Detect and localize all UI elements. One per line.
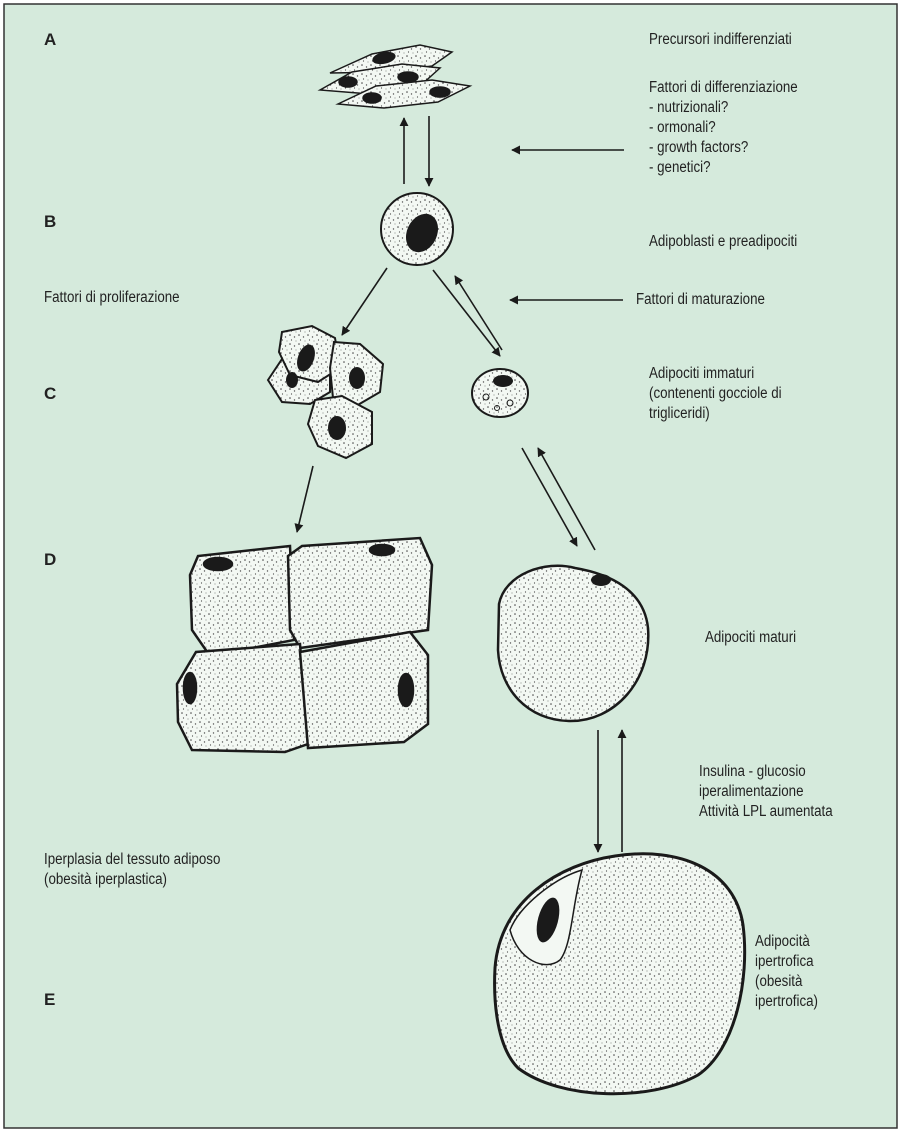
hypertrophy-line: (obesità — [755, 972, 818, 992]
immature-line: Adipociti immaturi — [649, 364, 782, 384]
label-adipoblasts: Adipoblasti e preadipociti — [649, 232, 797, 252]
hyperplastic-cluster — [177, 538, 432, 752]
hypertrophy-line: ipertrofica — [755, 952, 818, 972]
hypertrophy-line: ipertrofica) — [755, 992, 818, 1012]
insulin-line: Insulina - glucosio — [699, 762, 833, 782]
immature-adipocyte — [472, 369, 528, 417]
differentiation-title: Fattori di differenziazione — [649, 78, 798, 98]
differentiation-item: - genetici? — [649, 158, 798, 178]
differentiation-item: - ormonali? — [649, 118, 798, 138]
differentiation-item: - nutrizionali? — [649, 98, 798, 118]
immature-line: (contenenti gocciole di — [649, 384, 782, 404]
hyperplasia-line: Iperplasia del tessuto adiposo — [44, 850, 220, 870]
differentiation-item: - growth factors? — [649, 138, 798, 158]
stage-label-d: D — [44, 550, 56, 570]
stage-label-c: C — [44, 384, 56, 404]
insulin-line: Attività LPL aumentata — [699, 802, 833, 822]
insulin-line: iperalimentazione — [699, 782, 833, 802]
label-hypertrophy: Adipocità ipertrofica (obesità ipertrofi… — [755, 932, 818, 1012]
label-precursors: Precursori indifferenziati — [649, 30, 792, 50]
mature-adipocyte — [498, 566, 648, 721]
label-hyperplasia: Iperplasia del tessuto adiposo (obesità … — [44, 850, 220, 890]
immature-line: trigliceridi) — [649, 404, 782, 424]
stage-label-a: A — [44, 30, 56, 50]
hypertrophy-line: Adipocità — [755, 932, 818, 952]
label-maturation-factors: Fattori di maturazione — [636, 290, 765, 310]
hyperplasia-line: (obesità iperplastica) — [44, 870, 220, 890]
label-insulin-factors: Insulina - glucosio iperalimentazione At… — [699, 762, 833, 822]
stage-label-e: E — [44, 990, 55, 1010]
adipoblast-cell — [381, 193, 453, 265]
label-differentiation-factors: Fattori di differenziazione - nutriziona… — [649, 78, 798, 178]
stage-label-b: B — [44, 212, 56, 232]
label-proliferation-factors: Fattori di proliferazione — [44, 288, 180, 308]
label-mature-adipocytes: Adipociti maturi — [705, 628, 796, 648]
label-immature-adipocytes: Adipociti immaturi (contenenti gocciole … — [649, 364, 782, 424]
